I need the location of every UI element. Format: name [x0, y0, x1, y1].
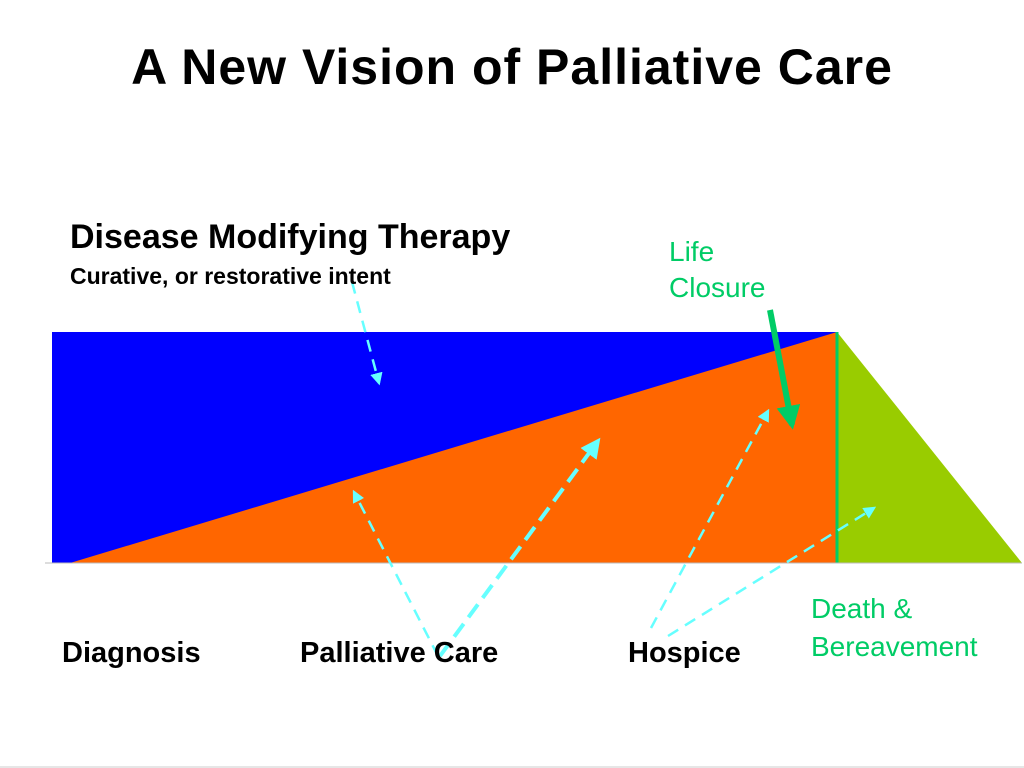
life-closure-line2: Closure [669, 272, 766, 303]
life-closure-label: Life Closure [669, 234, 765, 306]
death-line1: Death & [811, 593, 913, 624]
palliative-care-region [70, 332, 837, 563]
death-line2: Bereavement [811, 631, 978, 662]
bereavement-region [837, 332, 1022, 563]
hospice-arrow-lower [667, 506, 877, 638]
life-closure-line1: Life [669, 236, 715, 267]
hospice-arrow-upper [649, 408, 770, 629]
footer-divider [0, 766, 1024, 768]
life-closure-arrow [767, 309, 801, 430]
disease-modifying-arrow [350, 281, 383, 386]
hospice-label: Hospice [628, 637, 741, 669]
palliative-care-arrow-right [438, 437, 601, 658]
palliative-care-label: Palliative Care [300, 637, 499, 669]
death-bereavement-label: Death & Bereavement [811, 590, 978, 666]
palliative-care-arrow-left [352, 489, 440, 657]
diagnosis-label: Diagnosis [62, 637, 201, 669]
page-title: A New Vision of Palliative Care [131, 39, 893, 95]
disease-modifying-subtitle: Curative, or restorative intent [70, 263, 391, 289]
disease-modifying-heading: Disease Modifying Therapy [70, 218, 511, 256]
